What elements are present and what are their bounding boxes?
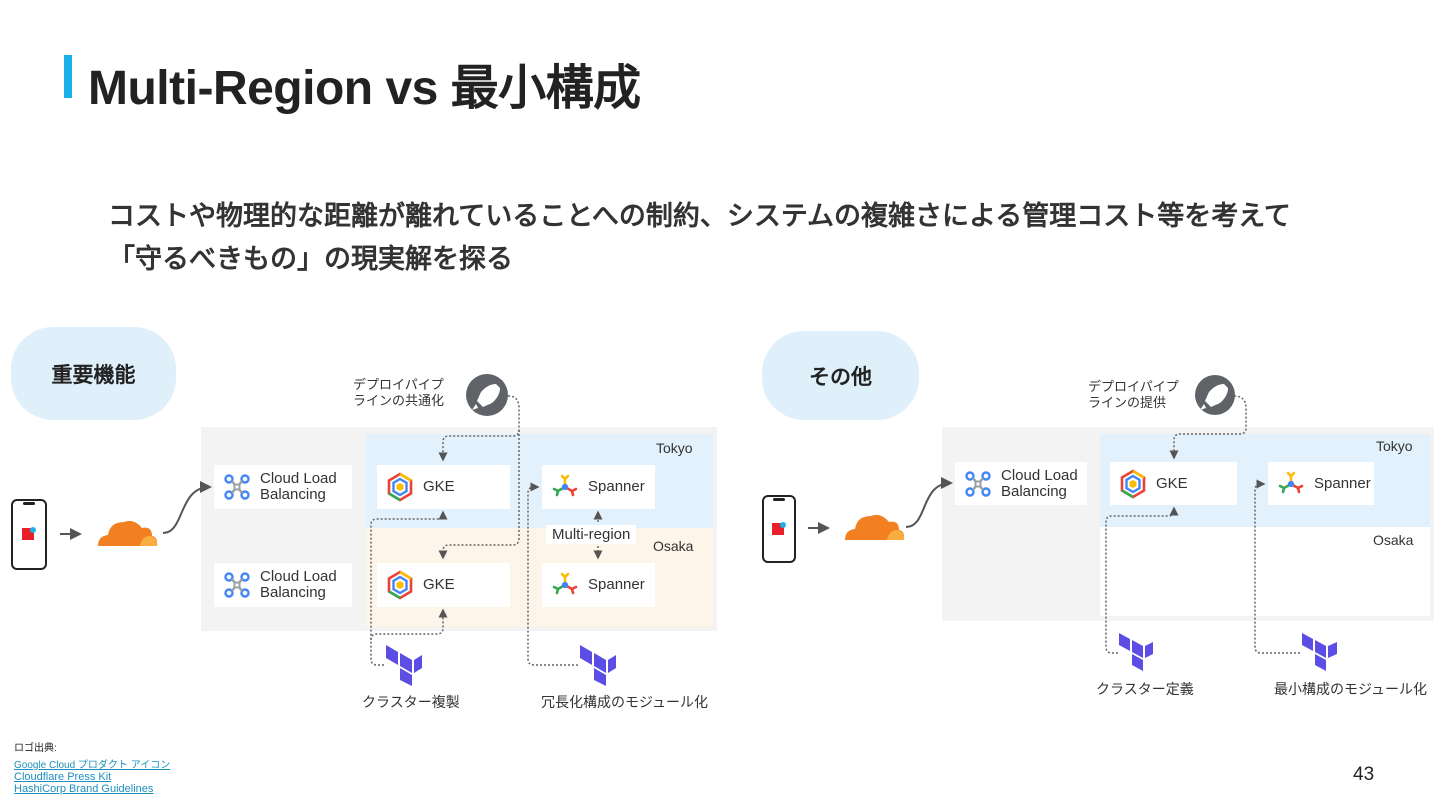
- right-rocket-icon: [1195, 375, 1235, 415]
- deploy-label-line1: デプロイパイプ: [1088, 379, 1179, 394]
- hashicorp-brand-guidelines-link[interactable]: HashiCorp Brand Guidelines: [14, 783, 154, 795]
- deploy-label-line1: デプロイパイプ: [353, 377, 444, 392]
- left-terraform-icon-module: [580, 645, 616, 686]
- gke-label: GKE: [1156, 474, 1188, 492]
- left-gke-osaka: GKE: [377, 563, 510, 607]
- left-tokyo-label: Tokyo: [656, 440, 693, 456]
- title-accent-bar: [64, 55, 72, 98]
- left-spanner-tokyo: Spanner: [542, 465, 655, 509]
- lb-label-line2: Balancing: [260, 486, 326, 503]
- spanner-label: Spanner: [588, 576, 645, 593]
- right-terraform-icon-cluster: [1119, 633, 1153, 671]
- left-spanner-osaka: Spanner: [542, 563, 655, 607]
- lb-label-line2: Balancing: [260, 584, 326, 601]
- spanner-icon: [552, 572, 578, 595]
- page-number: 43: [1353, 764, 1375, 785]
- left-terraform-icon-cluster: [386, 645, 422, 686]
- cloud-load-balancing-icon: [224, 572, 250, 598]
- lb-label-line1: Cloud Load: [1001, 466, 1078, 484]
- left-osaka-label: Osaka: [653, 538, 694, 554]
- cloud-load-balancing-icon: [965, 470, 991, 497]
- google-cloud-icons-link[interactable]: Google Cloud プロダクト アイコン: [14, 760, 171, 771]
- right-deploy-label: デプロイパイプ ラインの提供: [1088, 379, 1179, 411]
- lb-label-line1: Cloud Load: [260, 568, 337, 585]
- right-cloudflare-icon: [845, 514, 905, 540]
- gke-label: GKE: [423, 576, 455, 593]
- deploy-label-line2: ラインの提供: [1088, 395, 1167, 410]
- right-gke-tokyo: GKE: [1110, 462, 1237, 505]
- right-spanner-tokyo: Spanner: [1268, 462, 1374, 505]
- page-title: Multi-Region vs 最小構成: [88, 62, 641, 115]
- left-cloudflare-icon: [98, 520, 158, 546]
- right-terraform-label-module: 最小構成のモジュール化: [1274, 681, 1428, 697]
- spanner-label: Spanner: [588, 478, 645, 495]
- lb-label-line2: Balancing: [1001, 482, 1067, 500]
- right-phone-icon: [762, 495, 796, 563]
- page-subtitle: コストや物理的な距離が離れていることへの制約、システムの複雑さによる管理コスト等…: [108, 201, 1291, 274]
- gke-icon: [387, 570, 413, 600]
- gke-icon: [387, 472, 413, 502]
- gke-label: GKE: [423, 478, 455, 495]
- left-terraform-label-module: 冗長化構成のモジュール化: [541, 694, 709, 710]
- left-rocket-icon: [466, 374, 508, 416]
- spanner-icon: [1278, 471, 1304, 493]
- lb-label-line1: Cloud Load: [260, 470, 337, 487]
- spanner-icon: [552, 474, 578, 497]
- right-tokyo-label: Tokyo: [1376, 438, 1413, 454]
- pill-critical-functions: 重要機能: [11, 327, 176, 420]
- right-osaka-label: Osaka: [1373, 532, 1414, 548]
- left-terraform-label-cluster: クラスター複製: [362, 694, 460, 710]
- left-phone-icon: [11, 499, 47, 570]
- spanner-label: Spanner: [1314, 474, 1371, 492]
- right-terraform-icon-module: [1302, 633, 1337, 671]
- right-terraform-label-cluster: クラスター定義: [1096, 681, 1194, 697]
- left-deploy-label: デプロイパイプ ラインの共通化: [353, 377, 444, 409]
- left-gke-tokyo: GKE: [377, 465, 510, 509]
- logo-credits-heading: ロゴ出典:: [14, 743, 57, 754]
- gke-icon: [1120, 468, 1146, 499]
- multi-region-label: Multi-region: [546, 525, 637, 544]
- pill-others: その他: [762, 331, 919, 420]
- cloud-load-balancing-icon: [224, 474, 250, 500]
- deploy-label-line2: ラインの共通化: [353, 393, 445, 408]
- cloudflare-press-kit-link[interactable]: Cloudflare Press Kit: [14, 771, 112, 783]
